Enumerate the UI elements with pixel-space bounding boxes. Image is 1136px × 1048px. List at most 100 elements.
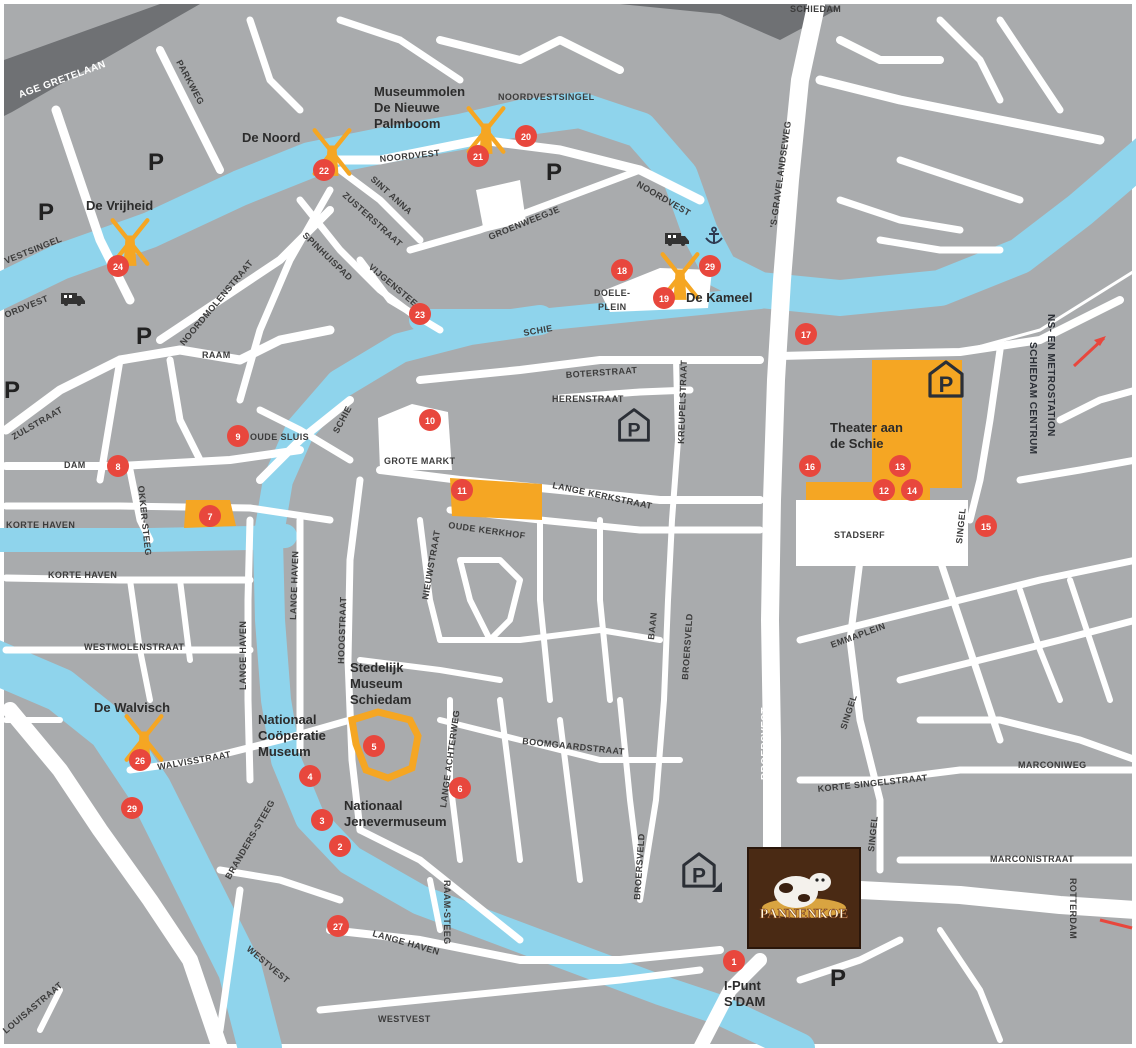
place-label: Museummolen [374, 84, 465, 99]
marker-number: 6 [457, 784, 462, 794]
street-label: WESTMOLENSTRAAT [84, 642, 184, 652]
marker-19[interactable]: 19 [653, 287, 675, 309]
parking-p[interactable]: P [546, 159, 562, 186]
marker-2[interactable]: 2 [329, 835, 351, 857]
place-label: De Vrijheid [86, 198, 153, 213]
marker-20[interactable]: 20 [515, 125, 537, 147]
place-label: I-Punt [724, 978, 761, 993]
street-label: SINGEL [866, 815, 880, 852]
street-label: BROERSVEST [760, 707, 771, 780]
poi-buildings [184, 360, 962, 782]
marker-22[interactable]: 22 [313, 159, 335, 181]
canals [0, 92, 1136, 1048]
marker-number: 2 [337, 842, 342, 852]
squares [378, 180, 968, 566]
place-label: De Walvisch [94, 700, 170, 715]
marker-29-north[interactable]: 29 [699, 255, 721, 277]
gretelaan-road [4, 4, 200, 116]
stedelijk-museum-building [348, 708, 422, 782]
place-label: Jenevermuseum [344, 814, 447, 829]
marker-8[interactable]: 8 [107, 455, 129, 477]
marker-number: 13 [895, 462, 905, 472]
marker-23[interactable]: 23 [409, 303, 431, 325]
place-label: Museum [258, 744, 311, 759]
pointer-icon [712, 882, 722, 892]
parking-p[interactable]: P [136, 323, 152, 350]
marker-number: 14 [907, 486, 917, 496]
street-label: GROTE MARKT [384, 456, 455, 466]
street-label: BROERSVELD [632, 833, 647, 900]
marker-26[interactable]: 26 [129, 749, 151, 771]
parking-p[interactable]: P [148, 149, 164, 176]
street-label: HOOGSTRAAT [336, 596, 348, 664]
place-label: Stedelijk [350, 660, 404, 675]
street-label: RAAM-STEEG [442, 880, 452, 945]
marker-4[interactable]: 4 [299, 765, 321, 787]
place-label: Nationaal [344, 798, 403, 813]
parking-p[interactable]: P [38, 199, 54, 226]
street-label: MARCONIWEG [1018, 760, 1087, 770]
pannenkoe-label: PANNENKOE [760, 907, 848, 922]
street-label: SINGEL [954, 507, 968, 544]
marker-9[interactable]: 9 [227, 425, 249, 447]
marker-24[interactable]: 24 [107, 255, 129, 277]
place-label: De Nieuwe [374, 100, 440, 115]
street-label: KORTE HAVEN [6, 520, 75, 530]
marker-number: 12 [879, 486, 889, 496]
theater-building [806, 360, 962, 500]
marker-number: 20 [521, 132, 531, 142]
marker-12[interactable]: 12 [873, 479, 895, 501]
marker-3[interactable]: 3 [311, 809, 333, 831]
stadserf-square [796, 500, 968, 566]
marker-7[interactable]: 7 [199, 505, 221, 527]
place-label: De Noord [242, 130, 301, 145]
pannenkoe-logo[interactable]: PANNENKOE [747, 847, 861, 949]
marker-27[interactable]: 27 [327, 915, 349, 937]
street-label: STADSERF [834, 530, 885, 540]
street-label: LANGE HAVEN [238, 621, 248, 690]
street-label: BAAN [646, 612, 659, 641]
place-label: De Kameel [686, 290, 752, 305]
parking-p[interactable]: P [830, 965, 846, 992]
arrow-icon [1094, 336, 1106, 346]
street-label: SCHIEDAM [790, 4, 841, 14]
marker-number: 3 [319, 816, 324, 826]
marker-number: 10 [425, 416, 435, 426]
building-11 [450, 478, 542, 520]
street-label: KORTE HAVEN [48, 570, 117, 580]
marker-16[interactable]: 16 [799, 455, 821, 477]
place-labels: Museummolen De Nieuwe Palmboom De Noord … [86, 84, 903, 1009]
marker-number: 5 [371, 742, 376, 752]
street-label: HERENSTRAAT [552, 394, 624, 404]
marker-13[interactable]: 13 [889, 455, 911, 477]
parking-p[interactable]: P [4, 377, 20, 404]
marker-number: 4 [307, 772, 312, 782]
marker-1[interactable]: 1 [723, 950, 745, 972]
marker-6[interactable]: 6 [449, 777, 471, 799]
marker-18[interactable]: 18 [611, 259, 633, 281]
marker-29-west[interactable]: 29 [121, 797, 143, 819]
marker-number: 17 [801, 330, 811, 340]
marker-number: 9 [235, 432, 240, 442]
place-label: Coöperatie [258, 728, 326, 743]
marker-17[interactable]: 17 [795, 323, 817, 345]
street-label: RAAM [202, 350, 231, 360]
street-label: DOELE- [594, 288, 630, 298]
marker-14[interactable]: 14 [901, 479, 923, 501]
numbered-markers[interactable]: 1 2 3 4 5 6 7 8 9 10 11 12 13 14 15 16 1… [107, 125, 997, 972]
marker-15[interactable]: 15 [975, 515, 997, 537]
marker-5[interactable]: 5 [363, 735, 385, 757]
marker-number: 29 [705, 262, 715, 272]
place-label: Museum [350, 676, 403, 691]
marker-number: 16 [805, 462, 815, 472]
marker-10[interactable]: 10 [419, 409, 441, 431]
marker-11[interactable]: 11 [451, 479, 473, 501]
marker-21[interactable]: 21 [467, 145, 489, 167]
marker-number: 19 [659, 294, 669, 304]
street-label: BOTERSTRAAT [565, 365, 637, 380]
place-label: de Schie [830, 436, 883, 451]
marker-number: 7 [207, 512, 212, 522]
